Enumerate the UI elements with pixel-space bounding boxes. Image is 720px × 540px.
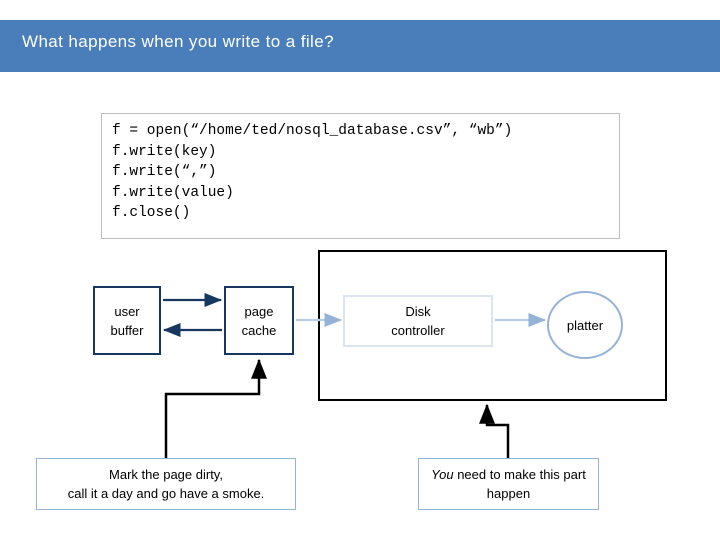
callout-right: You need to make this part happen [418, 458, 599, 510]
page-cache-box: page cache [224, 286, 294, 355]
callout-right-text: need to make this part happen [453, 467, 586, 501]
disk-device-boundary-box [318, 250, 667, 401]
page-title: What happens when you write to a file? [22, 32, 334, 51]
title-band [0, 20, 720, 72]
user-buffer-box: user buffer [93, 286, 161, 355]
platter-circle: platter [547, 291, 623, 359]
code-block-border [101, 113, 620, 239]
callout-right-emphasis: You [431, 467, 454, 482]
disk-controller-box: Disk controller [343, 295, 493, 347]
arrow-callout-left-to-page-cache [164, 358, 267, 458]
code-block-text: f = open(“/home/ted/nosql_database.csv”,… [112, 123, 513, 221]
arrow-callout-right-to-disk [478, 403, 510, 458]
callout-left: Mark the page dirty, call it a day and g… [36, 458, 296, 510]
